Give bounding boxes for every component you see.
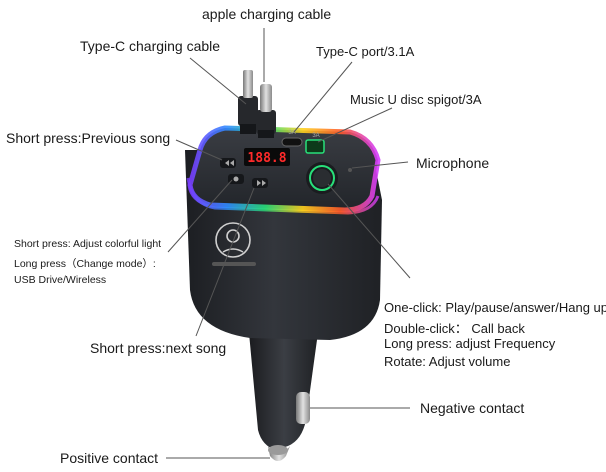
label-typec-charging-cable: Type-C charging cable: [80, 38, 221, 54]
next-track-icon: [257, 180, 266, 186]
previous-button[interactable]: [220, 158, 236, 168]
previous-track-icon: [225, 160, 234, 166]
next-button[interactable]: [252, 178, 268, 188]
label-next-song: Short press:next song: [90, 340, 227, 356]
label-colorful-light-1: Short press: Adjust colorful light: [14, 238, 162, 250]
leader-microphone: [351, 161, 409, 169]
label-knob-long-press: Long press: adjust Frequency: [384, 336, 556, 351]
label-typec-port: Type-C port/3.1A: [316, 44, 415, 59]
leader-knob: [327, 183, 411, 279]
leader-typec-cable: [189, 57, 247, 105]
usb-port: [305, 139, 325, 154]
label-negative-contact: Negative contact: [420, 400, 525, 416]
typec-port-rating: 3A: [288, 130, 295, 136]
device-body: 188.8 3A 3A: [185, 125, 382, 340]
leader-music-u: [317, 107, 393, 143]
label-knob-one-click: One-click: Play/pause/answer/Hang up: [384, 300, 606, 315]
typec-port: [281, 137, 303, 147]
display-readout: 188.8: [247, 151, 286, 166]
typec-cable: [238, 70, 258, 134]
leader-prev-song: [175, 139, 223, 161]
light-icon: [233, 176, 239, 182]
lightning-cable: [256, 84, 276, 138]
label-knob-rotate: Rotate: Adjust volume: [384, 354, 511, 369]
led-display: [244, 148, 290, 166]
label-microphone: Microphone: [416, 155, 490, 171]
label-previous-song: Short press:Previous song: [6, 130, 171, 146]
label-colorful-light-3: USB Drive/Wireless: [14, 274, 107, 286]
leader-colorful: [167, 179, 233, 253]
control-knob[interactable]: [306, 162, 338, 194]
leader-typec-port: [293, 61, 353, 133]
light-mode-button[interactable]: [228, 174, 244, 184]
label-knob-double-click: Double-click： Call back: [384, 321, 525, 336]
label-music-u-disc: Music U disc spigot/3A: [350, 92, 482, 107]
negative-contact-spring: [296, 392, 310, 424]
leader-lines: [166, 28, 411, 459]
bullet-plug: [248, 318, 320, 461]
positive-contact-tip: [268, 446, 290, 461]
label-apple-charging-cable: apple charging cable: [202, 6, 332, 22]
leader-next-song: [195, 187, 255, 337]
label-colorful-light-2: Long press（Change mode）:: [14, 258, 156, 270]
usb-port-rating: 3A: [312, 133, 319, 139]
microphone-hole: [348, 168, 352, 172]
label-positive-contact: Positive contact: [60, 450, 159, 466]
